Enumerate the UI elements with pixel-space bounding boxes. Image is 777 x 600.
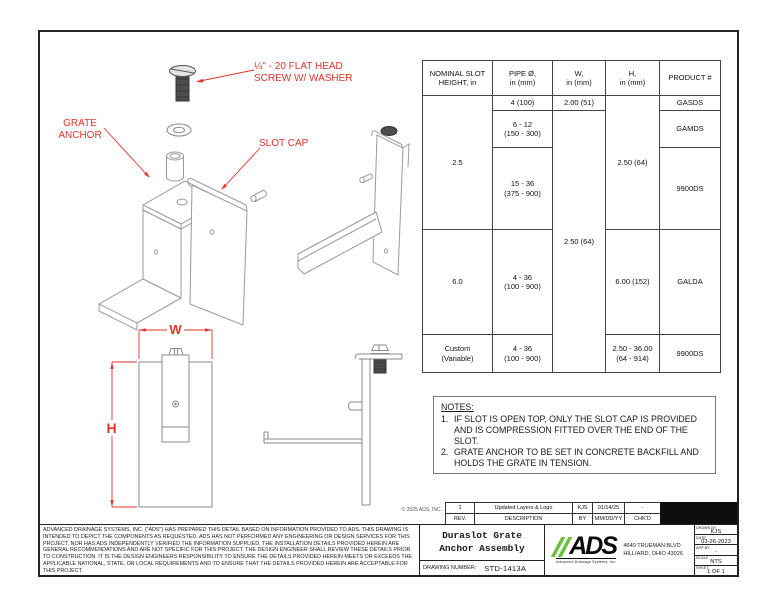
exploded-view-drawing: [97, 65, 225, 331]
field-sheet: SHEET 1 OF 1: [695, 566, 737, 575]
field-value: -: [715, 548, 717, 555]
table-cell: 4 - 36 (100 - 900): [492, 229, 553, 335]
title-block: ADVANCED DRAINAGE SYSTEMS, INC. ("ADS") …: [40, 524, 737, 575]
field-value: KJS: [710, 528, 722, 535]
field-label: SCALE: [696, 556, 709, 561]
notes-title: NOTES:: [441, 402, 474, 412]
table-cell: Custom (Variable): [422, 334, 493, 373]
rev-header-chkd: CHK'D: [624, 513, 661, 525]
field-value: NTS: [710, 559, 722, 566]
field-drawn-by: DRAWN BY KJS: [695, 525, 737, 536]
slot-cap-drawing: [187, 178, 267, 326]
grate-anchor-callout-label: GRATE ANCHOR: [58, 118, 102, 141]
table-cell: 6.00 (152): [605, 229, 660, 335]
note-number: 2.: [441, 447, 449, 458]
col-header-w: W, in (mm): [552, 60, 606, 96]
leader-lines: [103, 69, 261, 190]
rev-by: KJS: [572, 502, 593, 514]
table-cell: 4 (100): [492, 95, 553, 111]
screw-callout-label: ¼" - 20 FLAT HEAD SCREW W/ WASHER: [254, 61, 353, 84]
table-cell: GALDA: [659, 229, 721, 335]
field-value: 03-26-2023: [701, 538, 731, 545]
note-number: 1.: [441, 414, 449, 425]
sheet-border: ¼" - 20 FLAT HEAD SCREW W/ WASHER GRATE …: [38, 30, 739, 577]
field-date: DATE 03-26-2023: [695, 535, 737, 546]
drawing-number-row: DRAWING NUMBER: STD-1413A: [420, 560, 544, 575]
company-address: 4640 TRUEMAN BLVD HILLIARD, OHIO 43026: [623, 542, 684, 557]
ads-logo: ADS Advanced Drainage Systems, Inc.: [550, 532, 618, 564]
table-cell: GAMDS: [659, 110, 721, 148]
ads-logo-mark: ADS: [550, 532, 618, 561]
field-label: DRAWN BY: [696, 525, 717, 530]
logo-address-box: ADS Advanced Drainage Systems, Inc. 4640…: [545, 525, 695, 575]
front-view-drawing: [138, 348, 213, 508]
dimension-h-label: H: [103, 420, 120, 436]
rev-number: 1: [445, 502, 475, 514]
field-label: APP BY: [696, 545, 710, 550]
table-cell: 15 - 36 (375 - 900): [492, 147, 553, 230]
title-block-fields: DRAWN BY KJS DATE 03-26-2023 APP BY - SC…: [695, 525, 737, 575]
note-text: GRATE ANCHOR TO BE SET IN CONCRETE BACKF…: [454, 447, 699, 469]
rev-header-by: BY: [572, 513, 593, 525]
notes-box: NOTES: 1. IF SLOT IS OPEN TOP, ONLY THE …: [433, 396, 716, 474]
field-label: DATE: [696, 535, 706, 540]
title-block-filler: [660, 502, 737, 524]
rev-header-description: DESCRIPTION: [474, 513, 573, 525]
table-cell: GASDS: [659, 95, 721, 111]
field-label: SHEET: [696, 566, 709, 571]
revision-table: 1 Updated Layers & Logo KJS 01/14/25 - R…: [445, 502, 661, 525]
product-spec-table: NOMINAL SLOT HEIGHT, in PIPE Ø, in (mm) …: [422, 60, 721, 373]
note-item: 2. GRATE ANCHOR TO BE SET IN CONCRETE BA…: [441, 447, 708, 469]
table-cell: 4 - 36 (100 - 900): [492, 334, 553, 373]
col-header-product: PRODUCT #: [659, 60, 721, 96]
rev-date: 01/14/25: [592, 502, 625, 514]
note-item: 1. IF SLOT IS OPEN TOP, ONLY THE SLOT CA…: [441, 414, 708, 447]
rev-header-date: MM/DD/YY: [592, 513, 625, 525]
col-header-h: H, in (mm): [605, 60, 660, 96]
field-app-by: APP BY -: [695, 545, 737, 556]
copyright-text: © 2025 ADS, INC.: [401, 507, 442, 513]
assembled-view-drawing: [297, 126, 410, 276]
drawing-canvas: [97, 65, 410, 508]
disclaimer-text: ADVANCED DRAINAGE SYSTEMS, INC. ("ADS") …: [40, 525, 420, 575]
logo-wordmark: ADS: [569, 532, 618, 561]
table-cell: 9900DS: [659, 147, 721, 230]
rev-chkd: -: [624, 502, 661, 514]
table-cell: 2.00 (51): [552, 95, 606, 111]
table-cell: 2.50 (64): [605, 95, 660, 230]
dimension-w-label: W: [167, 322, 184, 337]
note-text: IF SLOT IS OPEN TOP, ONLY THE SLOT CAP I…: [454, 414, 697, 447]
side-view-drawing: [263, 344, 403, 506]
drawing-title: Duraslot Grate Anchor Assembly: [439, 529, 525, 554]
table-cell: 6 - 12 (150 - 300): [492, 110, 553, 148]
table-cell: 2.50 (64): [552, 110, 606, 373]
col-header-slot-height: NOMINAL SLOT HEIGHT, in: [422, 60, 493, 96]
table-cell: 6.0: [422, 229, 493, 335]
rev-description: Updated Layers & Logo: [474, 502, 573, 514]
logo-tagline: Advanced Drainage Systems, Inc.: [555, 558, 617, 564]
dimension-lines: [110, 328, 213, 508]
slot-cap-callout-label: SLOT CAP: [259, 138, 309, 149]
field-scale: SCALE NTS: [695, 556, 737, 566]
col-header-pipe-dia: PIPE Ø, in (mm): [492, 60, 553, 96]
drawing-number-label: DRAWING NUMBER:: [423, 565, 477, 571]
field-value: 1 OF 1: [707, 569, 725, 576]
table-cell: 2.5: [422, 95, 493, 230]
rev-header-rev: REV.: [445, 513, 475, 525]
drawing-number-value: STD-1413A: [484, 563, 527, 573]
table-cell: 2.50 - 36.00 (64 - 914): [605, 334, 660, 373]
drawing-title-box: Duraslot Grate Anchor Assembly DRAWING N…: [420, 525, 545, 575]
table-cell: 9900DS: [659, 334, 721, 373]
